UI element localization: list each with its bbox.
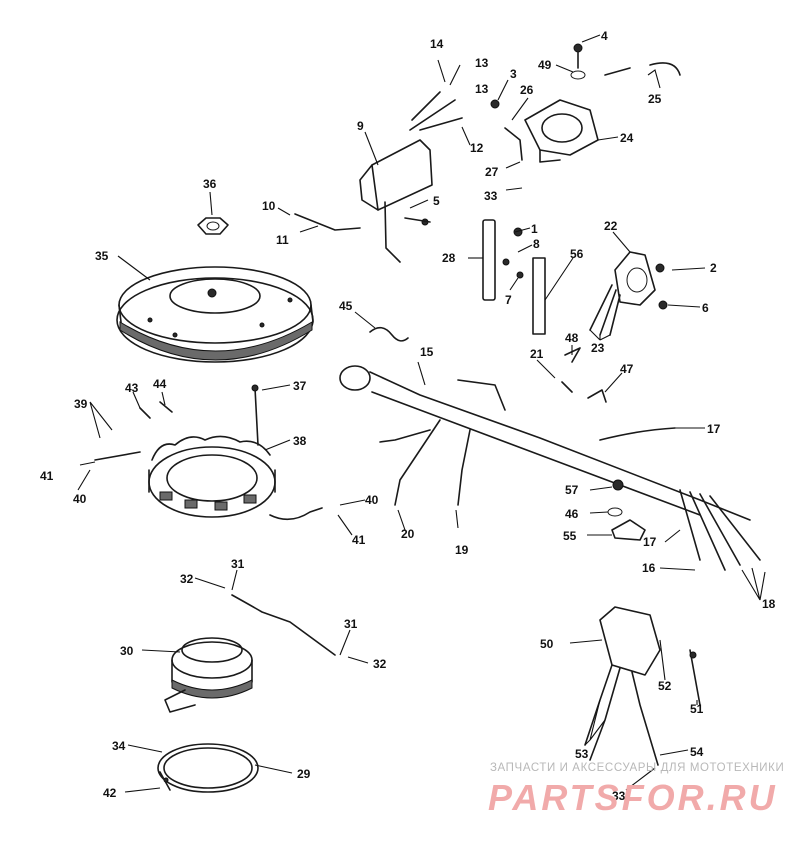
callout: 37 xyxy=(293,379,307,393)
callout: 47 xyxy=(620,362,634,376)
callout: 39 xyxy=(74,397,88,411)
callout: 14 xyxy=(430,37,444,51)
callout: 22 xyxy=(604,219,618,233)
callout: 31 xyxy=(231,557,245,571)
callout: 8 xyxy=(533,237,540,251)
callout: 5 xyxy=(433,194,440,208)
callout: 55 xyxy=(563,529,577,543)
callout: 13 xyxy=(475,56,489,70)
callout: 38 xyxy=(293,434,307,448)
callout: 40 xyxy=(73,492,87,506)
watermark-logo: PARTSFOR.RU xyxy=(488,777,778,818)
callout-labels: 1 2 3 4 5 6 7 8 9 10 11 12 13 13 14 15 1… xyxy=(40,29,776,803)
callout: 19 xyxy=(455,543,469,557)
callout: 16 xyxy=(642,561,656,575)
callout: 29 xyxy=(297,767,311,781)
stator xyxy=(94,384,323,521)
callout: 24 xyxy=(620,131,634,145)
watermark-caption: ЗАПЧАСТИ И АКСЕССУАРЫ ДЛЯ МОТОТЕХНИКИ xyxy=(490,762,785,774)
callout: 33 xyxy=(612,789,626,803)
callout: 10 xyxy=(262,199,276,213)
callout: 34 xyxy=(112,739,126,753)
callout: 30 xyxy=(120,644,134,658)
callout: 46 xyxy=(565,507,579,521)
callout: 25 xyxy=(648,92,662,106)
callout: 36 xyxy=(203,177,217,191)
callout: 32 xyxy=(373,657,387,671)
bracket-50 xyxy=(584,606,701,766)
callout: 49 xyxy=(538,58,552,72)
callout: 35 xyxy=(95,249,109,263)
callout: 17 xyxy=(643,535,657,549)
ignition-coil xyxy=(504,62,681,163)
callout: 13 xyxy=(475,82,489,96)
callout: 56 xyxy=(570,247,584,261)
callout: 45 xyxy=(339,299,353,313)
retainer-ring xyxy=(157,743,259,793)
flywheel-nut xyxy=(197,217,229,235)
callout: 33 xyxy=(484,189,498,203)
callout: 41 xyxy=(40,469,54,483)
callout: 3 xyxy=(510,67,517,81)
callout: 48 xyxy=(565,331,579,345)
callout: 44 xyxy=(153,377,167,391)
callout: 50 xyxy=(540,637,554,651)
rectifier xyxy=(589,251,656,336)
callout: 23 xyxy=(591,341,605,355)
callout: 11 xyxy=(276,233,289,247)
callout: 18 xyxy=(762,597,776,611)
flywheel xyxy=(116,266,314,363)
callout: 17 xyxy=(707,422,721,436)
callout: 20 xyxy=(401,527,415,541)
callout: 27 xyxy=(485,165,499,179)
callout: 15 xyxy=(420,345,434,359)
callout: 54 xyxy=(690,745,704,759)
callout: 41 xyxy=(352,533,366,547)
callout: 52 xyxy=(658,679,672,693)
callout: 40 xyxy=(365,493,379,507)
callout: 31 xyxy=(344,617,358,631)
callout: 51 xyxy=(690,702,704,716)
small-parts xyxy=(139,43,668,783)
callout: 1 xyxy=(531,222,538,236)
callout: 9 xyxy=(357,119,364,133)
callout: 28 xyxy=(442,251,456,265)
terminal-block xyxy=(482,219,546,335)
callout: 12 xyxy=(470,141,484,155)
callout: 26 xyxy=(520,83,534,97)
callout: 7 xyxy=(505,293,512,307)
callout: 4 xyxy=(601,29,608,43)
callout: 2 xyxy=(710,261,717,275)
callout: 6 xyxy=(702,301,709,315)
timer-base xyxy=(164,594,336,713)
power-pack xyxy=(359,91,463,263)
callout: 57 xyxy=(565,483,579,497)
callout: 32 xyxy=(180,572,194,586)
callout: 43 xyxy=(125,381,139,395)
callout: 42 xyxy=(103,786,117,800)
callout: 21 xyxy=(530,347,544,361)
callout: 53 xyxy=(575,747,589,761)
